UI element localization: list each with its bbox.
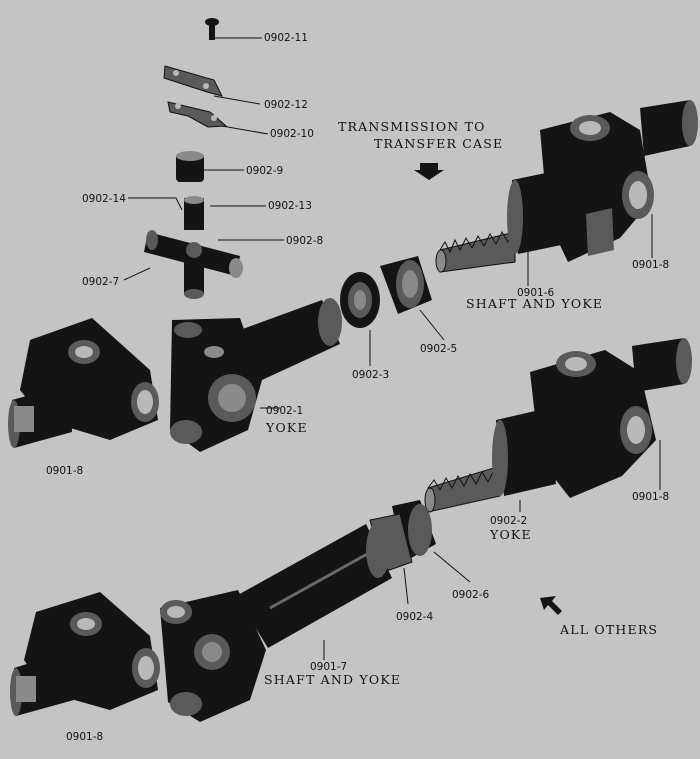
label-0902-6: 0902-6 — [452, 589, 490, 601]
caption-transfer-case: TRANSFER CASE — [374, 136, 503, 151]
label-0902-5: 0902-5 — [420, 343, 457, 355]
label-0902-8: 0902-8 — [286, 235, 323, 247]
label-0902-3: 0902-3 — [352, 369, 389, 381]
label-0902-13: 0902-13 — [268, 200, 312, 212]
bearing-cap-plate-0902-10 — [167, 101, 228, 128]
label-0902-10: 0902-10 — [270, 128, 314, 140]
label-0902-11: 0902-11 — [264, 32, 308, 44]
label-0902-7: 0902-7 — [82, 276, 119, 288]
needle-bearing-0902-9 — [176, 151, 204, 182]
lock-strap-0902-12 — [163, 65, 223, 97]
label-0902-1: 0902-1 — [266, 405, 303, 417]
label-0901-6-name: SHAFT AND YOKE — [466, 296, 603, 311]
shaft-and-yoke-0901-6 — [435, 100, 698, 273]
label-0902-4: 0902-4 — [396, 611, 434, 623]
label-0902-2-name: YOKE — [489, 527, 532, 542]
gear-ring-0902-3 — [340, 272, 380, 328]
bolt-0902-11 — [205, 18, 222, 40]
down-arrow-icon — [414, 163, 444, 180]
label-0902-2: 0902-2 — [490, 515, 527, 527]
caption-transmission: TRANSMISSION TO — [338, 119, 486, 134]
shaft-and-yoke-0901-7 — [160, 500, 436, 722]
up-left-arrow-icon — [540, 596, 562, 615]
yoke-0902-2 — [424, 338, 692, 513]
label-0902-14: 0902-14 — [82, 193, 126, 205]
leader-lines — [123, 37, 661, 660]
label-0901-8-right-bottom: 0901-8 — [632, 491, 669, 503]
label-0901-7: 0901-7 — [310, 661, 347, 673]
sleeve-0902-5 — [380, 256, 432, 314]
label-0902-1-name: YOKE — [265, 420, 308, 435]
label-0901-8-left-bottom: 0901-8 — [66, 731, 103, 743]
caption-all-others: ALL OTHERS — [559, 622, 658, 637]
flange-yoke-0901-8-upper — [8, 318, 159, 448]
label-0902-12: 0902-12 — [264, 99, 308, 111]
label-0901-7-name: SHAFT AND YOKE — [264, 672, 401, 687]
label-0901-8-left-top: 0901-8 — [46, 465, 83, 477]
flange-yoke-0901-8-lower — [10, 592, 160, 716]
yoke-0902-1 — [170, 298, 342, 452]
label-0901-6: 0901-6 — [517, 287, 555, 299]
universal-joint-cross-0902-7 — [144, 196, 243, 299]
label-0902-9: 0902-9 — [246, 165, 283, 177]
label-0901-8-right-top: 0901-8 — [632, 259, 669, 271]
